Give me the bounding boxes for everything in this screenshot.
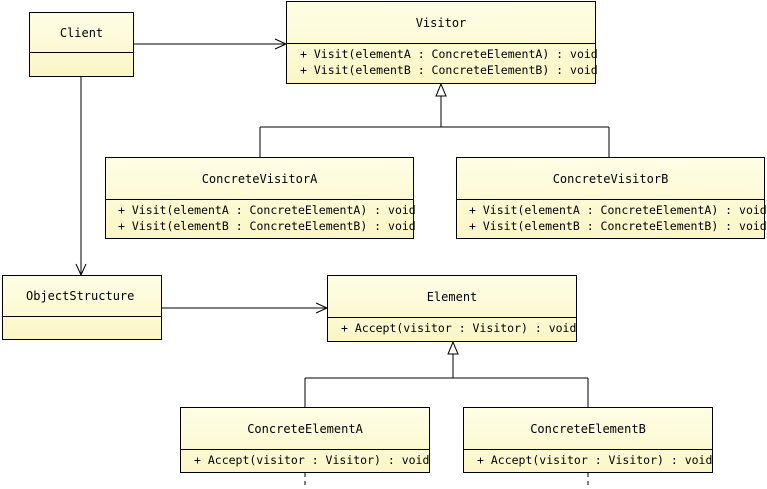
class-name: Client xyxy=(30,13,133,53)
operations-compartment: + Visit(elementA : ConcreteElementA) : v… xyxy=(287,44,598,78)
operations-compartment: + Visit(elementA : ConcreteElementA) : v… xyxy=(457,200,767,234)
operation: + Accept(visitor : Visitor) : void xyxy=(341,321,577,335)
class-name: Element xyxy=(328,276,576,318)
operation: + Visit(elementA : ConcreteElementA) : v… xyxy=(118,203,416,217)
class-object-structure[interactable]: ObjectStructure xyxy=(2,275,162,340)
class-name: Visitor xyxy=(287,2,595,44)
operations-compartment: + Accept(visitor : Visitor) : void xyxy=(181,450,429,468)
class-name: ConcreteElementA xyxy=(181,408,429,450)
class-concrete-element-b[interactable]: ConcreteElementB + Accept(visitor : Visi… xyxy=(463,407,713,473)
class-name: ConcreteVisitorA xyxy=(106,158,413,200)
operation: + Accept(visitor : Visitor) : void xyxy=(477,453,713,467)
operation: + Accept(visitor : Visitor) : void xyxy=(194,453,430,467)
class-visitor[interactable]: Visitor + Visit(elementA : ConcreteEleme… xyxy=(286,1,598,84)
class-concrete-element-a[interactable]: ConcreteElementA + Accept(visitor : Visi… xyxy=(180,407,430,473)
association-objectstructure-element xyxy=(161,302,329,314)
class-name: ConcreteVisitorB xyxy=(457,158,764,200)
class-element[interactable]: Element + Accept(visitor : Visitor) : vo… xyxy=(327,275,577,342)
association-client-objectstructure xyxy=(75,76,87,277)
operation: + Visit(elementA : ConcreteElementA) : v… xyxy=(300,47,598,61)
operations-compartment: + Accept(visitor : Visitor) : void xyxy=(464,450,712,468)
association-client-visitor xyxy=(133,38,288,50)
operations-compartment: + Visit(elementA : ConcreteElementA) : v… xyxy=(106,200,416,234)
dependency-stubs xyxy=(304,473,589,489)
class-client[interactable]: Client xyxy=(29,12,134,77)
operations-compartment xyxy=(30,53,133,76)
operations-compartment xyxy=(3,317,161,339)
class-concrete-visitor-a[interactable]: ConcreteVisitorA + Visit(elementA : Conc… xyxy=(105,157,416,239)
operation: + Visit(elementB : ConcreteElementB) : v… xyxy=(469,219,767,233)
operation: + Visit(elementB : ConcreteElementB) : v… xyxy=(118,219,416,233)
operation: + Visit(elementB : ConcreteElementB) : v… xyxy=(300,63,598,77)
class-name: ConcreteElementB xyxy=(464,408,712,450)
class-name: ObjectStructure xyxy=(3,276,161,317)
operations-compartment: + Accept(visitor : Visitor) : void xyxy=(328,318,576,336)
generalization-elements xyxy=(304,340,589,407)
class-concrete-visitor-b[interactable]: ConcreteVisitorB + Visit(elementA : Conc… xyxy=(456,157,767,239)
operation: + Visit(elementA : ConcreteElementA) : v… xyxy=(469,203,767,217)
generalization-visitors xyxy=(259,82,610,157)
